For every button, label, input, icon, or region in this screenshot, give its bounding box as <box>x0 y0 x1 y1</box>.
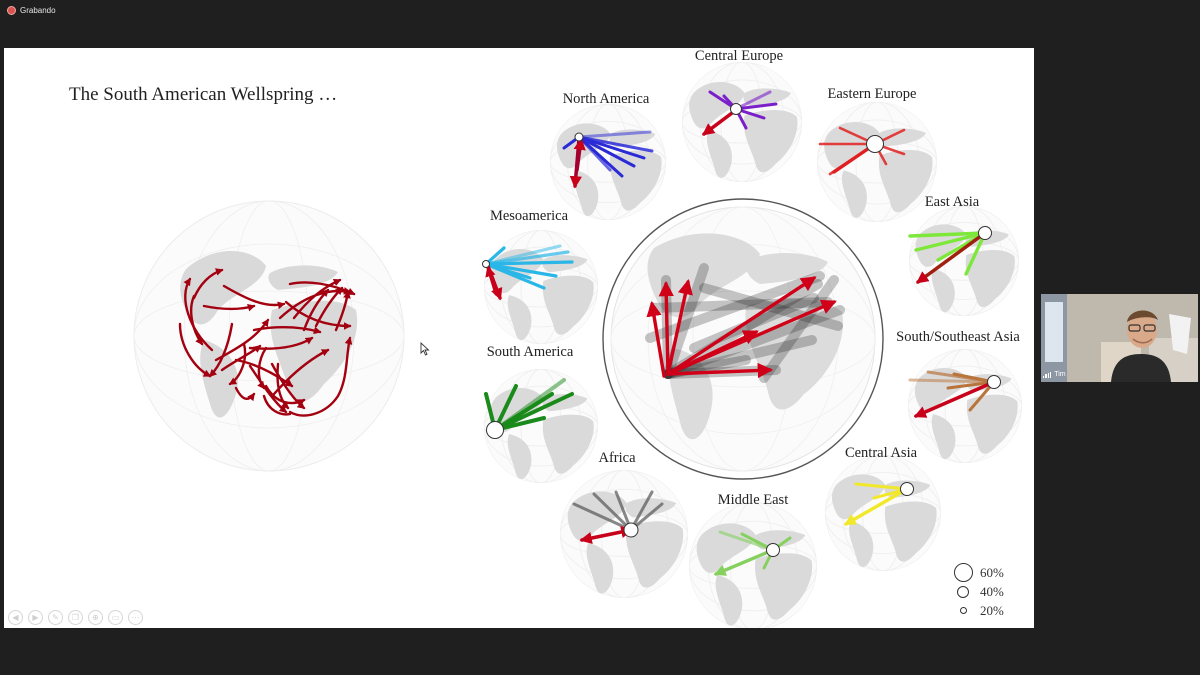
next-icon[interactable]: ▶ <box>28 610 43 625</box>
participant-video[interactable] <box>1041 294 1198 382</box>
central-europe-flows <box>702 90 778 136</box>
regional-globe <box>560 470 688 598</box>
mouse-cursor-icon <box>420 342 430 356</box>
east-asia-flows <box>908 226 992 284</box>
regional-globe <box>817 102 937 222</box>
legend-circle-small <box>959 607 967 614</box>
prev-icon[interactable]: ◀ <box>8 610 23 625</box>
south-southeast-asia-flows <box>908 370 1001 418</box>
legend-row-40: 40% <box>950 582 1004 601</box>
label-eastern-europe: Eastern Europe <box>827 86 917 102</box>
left-globe <box>133 200 405 472</box>
middle-east-flows <box>713 530 792 576</box>
size-legend: 60% 40% 20% <box>950 563 1004 620</box>
label-africa: Africa <box>598 450 636 466</box>
slide-title: The South American Wellspring … <box>69 84 338 105</box>
recording-bar: Grabando <box>0 0 1200 48</box>
mesoamerica-flows <box>482 244 574 301</box>
regional-globe <box>908 349 1022 463</box>
regional-globe <box>825 455 941 571</box>
video-frame <box>1041 294 1198 382</box>
legend-row-20: 20% <box>950 601 1004 620</box>
participant-name-tag: Tim <box>1043 371 1066 378</box>
regional-globe <box>689 502 817 628</box>
pen-icon[interactable]: ✎ <box>48 610 63 625</box>
signal-icon <box>1043 371 1052 378</box>
label-south-southeast-asia: South/Southeast Asia <box>896 329 1020 345</box>
central-asia-flows <box>843 482 914 526</box>
zoom-icon[interactable]: ⊕ <box>88 610 103 625</box>
legend-row-60: 60% <box>950 563 1004 582</box>
slide-controls: ◀ ▶ ✎ ❐ ⊕ ▭ ⋯ <box>8 610 143 625</box>
slide-figure <box>133 62 1022 628</box>
south-america-flows <box>484 378 574 439</box>
recording-indicator[interactable]: Grabando <box>7 6 56 15</box>
label-east-asia: East Asia <box>924 194 980 210</box>
more-icon[interactable]: ⋯ <box>128 610 143 625</box>
eastern-europe-flows <box>818 126 906 176</box>
subtitles-icon[interactable]: ▭ <box>108 610 123 625</box>
north-america-flows <box>562 130 654 189</box>
shared-slide: The South American Wellspring … <box>4 48 1034 628</box>
legend-circle-large <box>953 563 973 582</box>
recording-label: Grabando <box>20 6 56 15</box>
legend-label-40: 40% <box>980 583 1004 599</box>
regional-globe <box>909 206 1019 316</box>
label-central-asia: Central Asia <box>844 445 918 461</box>
participant-name: Tim <box>1054 371 1066 378</box>
legend-label-60: 60% <box>980 564 1004 580</box>
copy-icon[interactable]: ❐ <box>68 610 83 625</box>
central-globe <box>602 198 884 480</box>
africa-flows <box>572 490 664 545</box>
record-icon <box>7 6 16 15</box>
label-north-america: North America <box>562 91 650 107</box>
label-middle-east: Middle East <box>717 492 789 508</box>
legend-label-20: 20% <box>980 602 1004 618</box>
label-central-europe: Central Europe <box>694 48 784 64</box>
left-globe-routes <box>178 268 356 417</box>
label-south-america: South America <box>486 344 574 360</box>
label-mesoamerica: Mesoamerica <box>489 208 569 224</box>
legend-circle-medium <box>957 585 969 598</box>
